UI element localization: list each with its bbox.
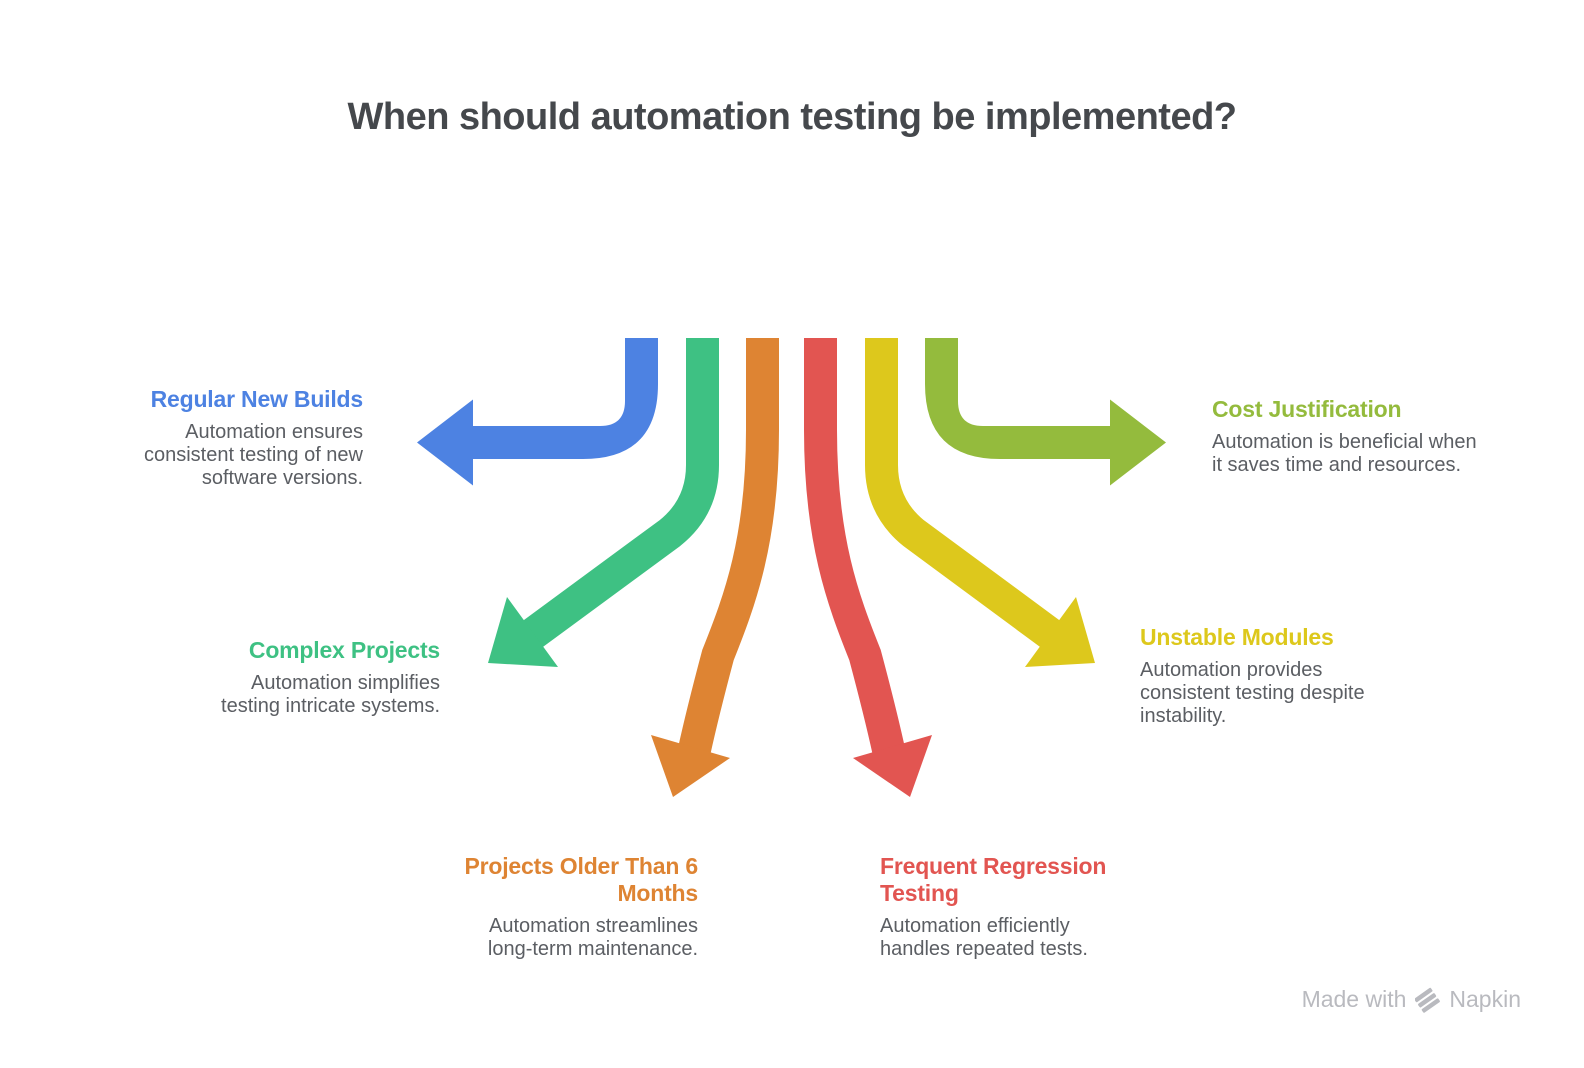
branch-label: Complex Projects (248, 637, 440, 663)
branch-cost-justification: Cost Justification Automation is benefic… (1212, 396, 1542, 477)
branch-label: Projects Older Than 6 Months (464, 853, 698, 906)
arrow-shaft (520, 338, 719, 650)
arrow-shaft (804, 338, 906, 756)
napkin-watermark: Made with Napkin (1302, 986, 1521, 1013)
branch-projects-older: Projects Older Than 6 Months Automation … (368, 853, 698, 961)
arrow-regular-new-builds (417, 338, 658, 486)
branch-description: Automation provides consistent testing d… (1140, 659, 1365, 727)
branch-description: Automation streamlines long-term mainten… (487, 915, 698, 960)
watermark-text: Made with (1301, 986, 1407, 1012)
branch-regular-new-builds: Regular New Builds Automation ensures co… (33, 386, 363, 490)
branch-description: Automation efficiently handles repeated … (880, 915, 1088, 960)
branch-description: Automation simplifies testing intricate … (221, 672, 440, 717)
arrow-projects-older (651, 338, 779, 797)
arrow-head (853, 735, 932, 797)
arrow-head (488, 597, 558, 667)
napkin-logo-icon (1415, 987, 1441, 1013)
arrow-cost-justification (925, 338, 1166, 486)
branch-complex-projects: Complex Projects Automation simplifies t… (110, 637, 440, 718)
arrow-frequent-regression (804, 338, 932, 797)
page-title: When should automation testing be implem… (347, 96, 1237, 138)
branch-description: Automation ensures consistent testing of… (143, 421, 363, 489)
arrow-head (1025, 597, 1095, 667)
arrow-head (651, 735, 730, 797)
arrow-shaft (677, 338, 779, 756)
arrow-shaft (865, 338, 1063, 650)
branch-label: Unstable Modules (1140, 624, 1334, 650)
arrow-unstable-modules (865, 338, 1095, 667)
branch-unstable-modules: Unstable Modules Automation provides con… (1140, 624, 1470, 728)
arrow-complex-projects (488, 338, 719, 667)
branch-description: Automation is beneficial when it saves t… (1212, 431, 1477, 476)
watermark-brand: Napkin (1449, 986, 1521, 1012)
branch-label: Frequent Regression Testing (880, 853, 1107, 906)
branch-label: Regular New Builds (150, 386, 364, 412)
branch-label: Cost Justification (1212, 396, 1402, 422)
branch-frequent-regression: Frequent Regression Testing Automation e… (880, 853, 1210, 961)
